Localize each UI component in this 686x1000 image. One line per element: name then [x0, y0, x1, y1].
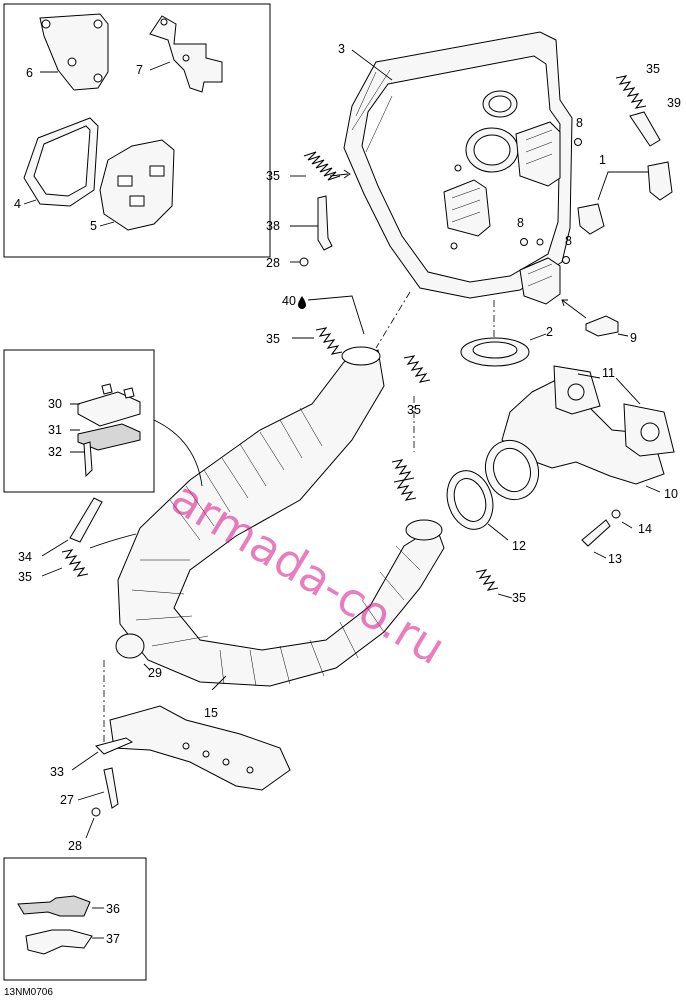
oil-drop-icon	[298, 295, 365, 335]
part-38-bracket	[290, 195, 333, 251]
callout-36: 36	[106, 902, 120, 916]
part-29-stopper	[115, 633, 151, 671]
part-6-plate	[39, 13, 109, 91]
part-12-ring	[446, 470, 509, 541]
spring-35-pipe-a	[292, 327, 343, 355]
callout-4: 4	[14, 197, 21, 211]
callout-35-lower-right: 35	[512, 591, 526, 605]
drawing-code: 13NM0706	[4, 987, 53, 998]
callout-27: 27	[60, 793, 74, 807]
spring-35-right-top	[615, 75, 647, 109]
part-3-muffler	[343, 31, 573, 305]
part-13-bolt	[581, 519, 611, 559]
callout-15: 15	[204, 706, 218, 720]
callout-35-pipe: 35	[407, 403, 421, 417]
muffler-clamp-lower	[443, 179, 491, 237]
callout-34: 34	[18, 550, 32, 564]
part-34-strap	[41, 497, 103, 557]
callout-32: 32	[48, 445, 62, 459]
callout-13: 13	[608, 552, 622, 566]
callout-40: 40	[282, 294, 296, 308]
part-11-gaskets	[553, 365, 675, 457]
callout-29: 29	[148, 666, 162, 680]
callout-1: 1	[599, 153, 606, 167]
callout-35-top-right: 35	[646, 62, 660, 76]
callout-14: 14	[638, 522, 652, 536]
callout-35-mid: 35	[266, 332, 280, 346]
muffler-clamp-upper	[515, 121, 561, 187]
part-14-washer	[611, 509, 633, 529]
callout-37: 37	[106, 932, 120, 946]
part-5-cover	[99, 139, 175, 231]
callout-33: 33	[50, 765, 64, 779]
part-10-manifold	[485, 377, 665, 501]
callout-30: 30	[48, 397, 62, 411]
inset-box-support	[3, 349, 203, 493]
part-15-tuned-pipe	[117, 346, 445, 691]
callout-5: 5	[90, 219, 97, 233]
callout-9: 9	[630, 331, 637, 345]
callout-3: 3	[338, 42, 345, 56]
part-8-bolts	[520, 138, 582, 264]
callout-28-bottom: 28	[68, 839, 82, 853]
spring-35-left-low	[41, 533, 137, 577]
callout-10: 10	[664, 487, 678, 501]
callout-7: 7	[136, 63, 143, 77]
callout-31: 31	[48, 423, 62, 437]
spring-35-left-top	[290, 151, 341, 181]
callout-38: 38	[266, 219, 280, 233]
part-33-crossmember	[71, 705, 291, 791]
part-2-grommet	[460, 333, 547, 367]
part-28-nut-upper	[290, 257, 309, 267]
spring-35-pipe-c	[475, 569, 513, 599]
part-28-nut-lower	[85, 807, 101, 839]
muffler-clamp-bottom	[519, 257, 561, 305]
part-39-strap	[629, 111, 661, 147]
callout-2: 2	[546, 325, 553, 339]
callout-8-b: 8	[517, 216, 524, 230]
part-9-clip	[561, 299, 629, 337]
callout-28-top: 28	[266, 256, 280, 270]
callout-11: 11	[602, 366, 615, 380]
callout-35-left: 35	[266, 169, 280, 183]
callout-39: 39	[667, 96, 681, 110]
callout-labels: 6 7 4 5 3 35 39 8 1 35 8 38 8 28 40 9 35…	[14, 42, 681, 946]
part-4-shield	[23, 117, 99, 207]
spring-35-pipe-b	[391, 355, 431, 501]
callout-8-a: 8	[576, 116, 583, 130]
part-1-caps	[577, 161, 673, 235]
part-27-bracket	[77, 767, 119, 809]
inset-box-shields-lower	[3, 857, 147, 981]
callout-8-c: 8	[565, 234, 572, 248]
callout-6: 6	[26, 66, 33, 80]
callout-35-lower-left: 35	[18, 570, 32, 584]
callout-12: 12	[512, 539, 526, 553]
part-7-bracket	[149, 15, 223, 93]
inset-box-heat-shields	[3, 3, 271, 258]
